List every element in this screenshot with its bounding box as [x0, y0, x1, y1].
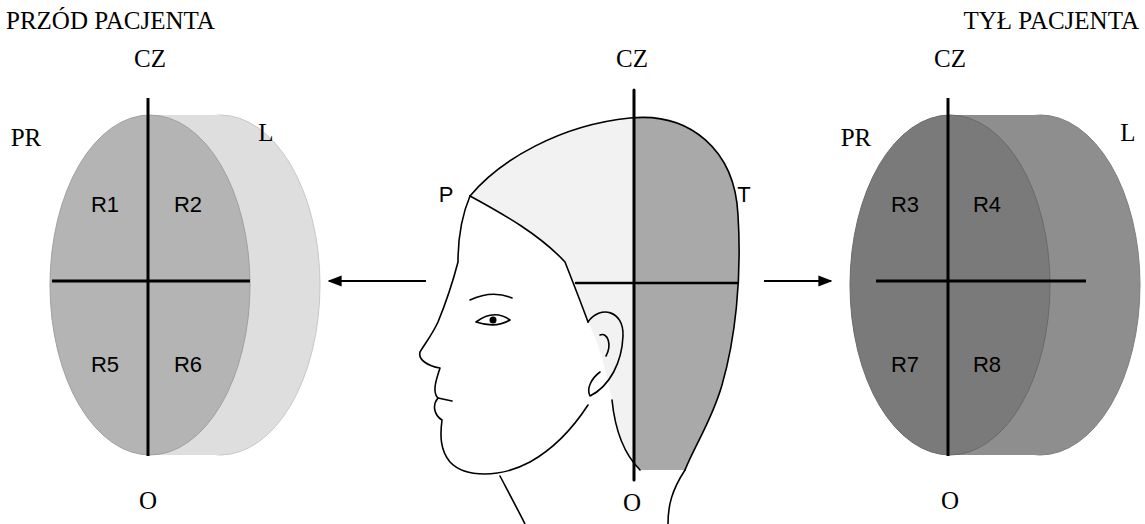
- back-disc: [850, 98, 1140, 456]
- region-label: R8: [973, 354, 1001, 376]
- region-label: R6: [174, 354, 202, 376]
- orientation-letter: CZ: [934, 46, 966, 71]
- view-heading: PRZÓD PACJENTA: [6, 8, 215, 33]
- orientation-letter: O: [623, 490, 641, 515]
- back-view-disc: TYŁ PACJENTA R3 R4R7 R8: [835, 0, 1145, 460]
- front-disc: [50, 98, 320, 456]
- region-label: R3: [891, 194, 919, 216]
- view-heading: TYŁ PACJENTA: [963, 8, 1139, 33]
- plane-letter: T: [737, 184, 750, 206]
- plane-letter: P: [439, 184, 454, 206]
- region-label: R7: [891, 354, 919, 376]
- region-label: R4: [973, 194, 1001, 216]
- head-figure: [420, 90, 764, 524]
- orientation-letter: PR: [841, 125, 872, 150]
- region-label: R2: [174, 194, 202, 216]
- orientation-letter: O: [941, 488, 959, 513]
- orientation-letter: L: [258, 120, 273, 145]
- view-arrow: [329, 280, 426, 282]
- head-figure-box: PT: [430, 110, 760, 524]
- region-label: R1: [91, 194, 119, 216]
- view-arrow: [764, 280, 831, 282]
- orientation-letter: O: [139, 488, 157, 513]
- region-label: R5: [91, 354, 119, 376]
- orientation-letter: PR: [11, 125, 42, 150]
- orientation-letter: L: [1120, 120, 1135, 145]
- orientation-letter: CZ: [616, 46, 648, 71]
- orientation-letter: CZ: [134, 46, 166, 71]
